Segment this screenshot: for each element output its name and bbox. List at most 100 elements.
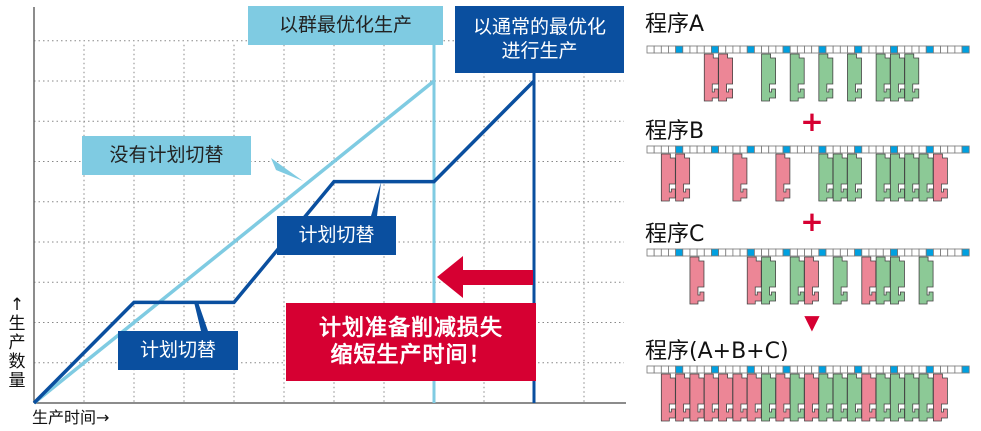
conveyor-cell-marker	[925, 248, 934, 257]
green-part-hanger	[875, 256, 891, 305]
conveyor-cell	[732, 145, 741, 154]
conveyor-cell	[861, 248, 870, 257]
conveyor-cell	[739, 145, 748, 154]
conveyor-cell	[847, 145, 856, 154]
conveyor-cell	[954, 45, 963, 54]
conveyor-cell-marker	[782, 365, 791, 374]
conveyor-cell-marker	[711, 45, 720, 54]
down-triangle-icon: ▼	[804, 310, 820, 334]
conveyor-cell	[882, 45, 891, 54]
conveyor-cell	[861, 145, 870, 154]
conveyor-cell-marker	[925, 145, 934, 154]
green-part-hanger	[761, 53, 776, 102]
switch-pointer-1	[194, 302, 208, 331]
red-part-hanger	[746, 256, 762, 305]
conveyor-cell	[775, 45, 784, 54]
red-part-hanger	[675, 153, 691, 202]
conveyor-cell	[897, 248, 906, 257]
red-part-hanger	[718, 373, 733, 422]
conveyor-cell	[839, 248, 848, 257]
conveyor-cell	[689, 365, 698, 374]
conveyor-cell	[668, 45, 677, 54]
conveyor-cell	[718, 45, 727, 54]
green-part-hanger	[789, 256, 805, 305]
conveyor-cell	[768, 145, 777, 154]
red-part-hanger	[775, 373, 791, 422]
red-part-hanger	[718, 53, 733, 102]
program-c-title: 程序C	[645, 222, 705, 247]
conveyor-cell	[646, 248, 655, 257]
conveyor-cell	[689, 248, 698, 257]
y-axis-label: ↑生产数量	[8, 295, 26, 391]
conveyor-cell	[703, 145, 712, 154]
conveyor-cell-marker	[675, 365, 684, 374]
conveyor-cell	[911, 45, 920, 54]
conveyor-cell	[768, 45, 777, 54]
conveyor-cell	[754, 45, 762, 54]
red-part-hanger	[703, 53, 719, 102]
switch-label-1: 计划切替	[118, 331, 238, 370]
conveyor-cell	[918, 45, 927, 54]
conveyor-cell-marker	[818, 365, 827, 374]
plus-icon: +	[800, 105, 823, 138]
conveyor-cell	[768, 248, 777, 257]
conveyor-cell	[646, 365, 655, 374]
conveyor-cell	[811, 145, 820, 154]
green-part-hanger	[818, 153, 834, 202]
group-optimization-label: 以群最优化生产	[248, 6, 443, 45]
conveyor-cell	[739, 365, 748, 374]
conveyor-cell	[682, 145, 691, 154]
conveyor-cell	[832, 365, 841, 374]
conveyor-cell-marker	[782, 248, 791, 257]
conveyor-cell	[825, 248, 834, 257]
conveyor-cell	[911, 248, 920, 257]
conveyor-cell	[761, 145, 770, 154]
conveyor-cell	[847, 45, 856, 54]
conveyor-cell	[660, 45, 669, 54]
green-part-hanger	[847, 153, 862, 202]
conveyor-cell	[646, 45, 655, 54]
conveyor-cell-marker	[675, 45, 684, 54]
conveyor-cell	[868, 365, 877, 374]
conveyor-cell	[954, 365, 963, 374]
conveyor-cell	[653, 365, 662, 374]
conveyor-cell	[718, 145, 727, 154]
conveyor-cell-marker	[890, 145, 899, 154]
conveyor-cell	[660, 248, 669, 257]
reduction-arrow	[437, 256, 533, 298]
conveyor-cell	[933, 145, 941, 154]
conveyor-cell	[682, 45, 691, 54]
green-part-hanger	[904, 373, 920, 422]
conveyor-cell-marker	[711, 145, 720, 154]
green-part-hanger	[789, 53, 805, 102]
conveyor-cell	[732, 365, 741, 374]
conveyor-cell	[696, 248, 705, 257]
green-part-hanger	[918, 153, 934, 202]
conveyor-cell	[904, 248, 913, 257]
conveyor-cell-marker	[961, 45, 970, 54]
conveyor-cell	[918, 248, 927, 257]
green-part-hanger	[890, 53, 905, 102]
green-part-hanger	[890, 256, 905, 305]
conveyor-cell	[696, 365, 705, 374]
conveyor-cell	[804, 145, 813, 154]
conveyor-cell	[933, 365, 941, 374]
conveyor-cell	[897, 45, 906, 54]
conveyor-cell	[668, 248, 677, 257]
conveyor-cell	[796, 45, 805, 54]
switch-pointer-2	[371, 182, 381, 216]
red-part-hanger	[933, 153, 948, 202]
green-part-hanger	[875, 153, 891, 202]
conveyor-cell	[804, 248, 813, 257]
conveyor-cell	[825, 45, 834, 54]
conveyor-cell	[668, 145, 677, 154]
conveyor-cell	[653, 145, 662, 154]
conveyor-cell-marker	[890, 365, 899, 374]
red-part-hanger	[746, 373, 762, 422]
green-part-hanger	[918, 256, 934, 305]
conveyor-cell	[911, 145, 920, 154]
conveyor-cell	[947, 45, 956, 54]
conveyor-cell	[940, 145, 949, 154]
program-b-title: 程序B	[645, 119, 705, 144]
conveyor-cell	[789, 248, 798, 257]
